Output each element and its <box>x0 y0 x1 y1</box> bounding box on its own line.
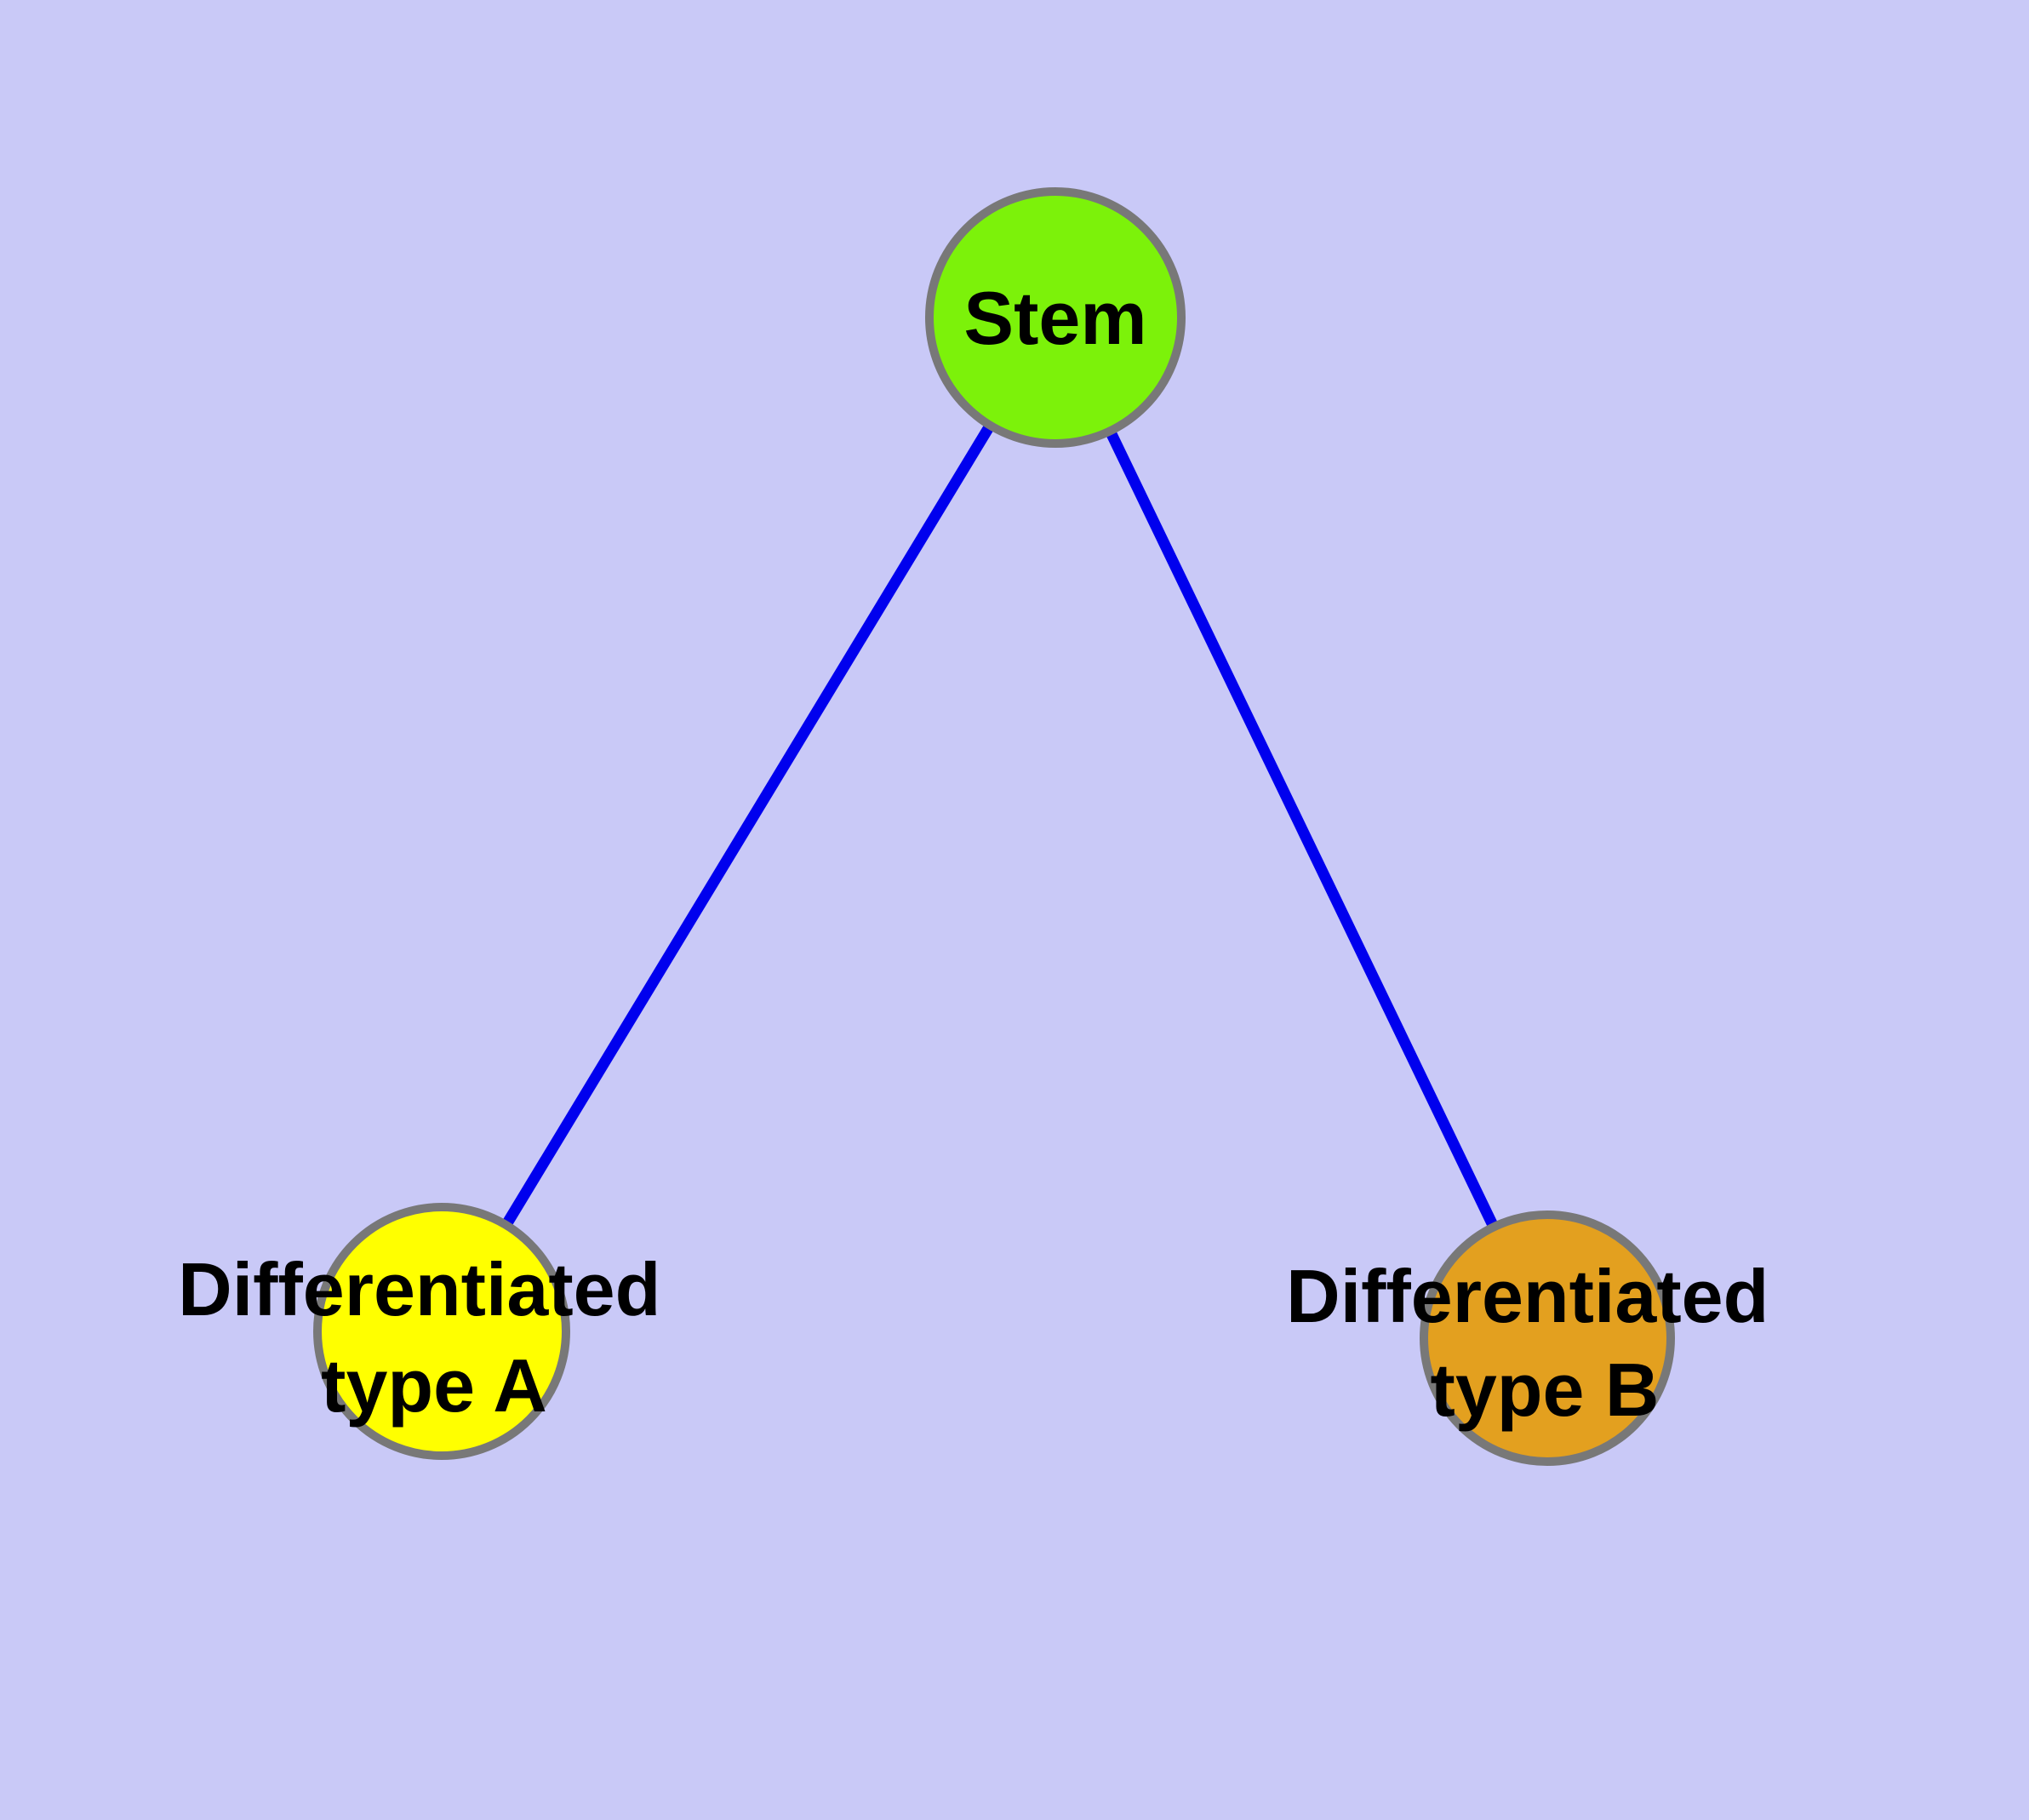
node-type-b-circle <box>1420 1210 1675 1466</box>
node-type-b-label-line1: Differentiated <box>1286 1254 1769 1338</box>
node-type-b-label: Differentiated type B <box>1286 1254 1790 1432</box>
node-type-a-label: Differentiated type A <box>178 1247 682 1428</box>
node-stem-label: Stem <box>963 276 1146 360</box>
node-type-a-label-line1: Differentiated <box>178 1247 660 1331</box>
node-labels: Stem Differentiated type A Differentiate… <box>178 276 1790 1432</box>
node-type-b-label-line2: type B <box>1431 1348 1660 1432</box>
node-type-a-label-line2: type A <box>321 1343 547 1428</box>
edge-stem-to-type-b <box>1050 315 1552 1341</box>
edge-stem-to-type-a <box>437 314 1060 1335</box>
nodes <box>313 187 1675 1466</box>
edges <box>437 314 1552 1341</box>
node-stem-circle <box>925 187 1186 448</box>
node-type-a-circle <box>313 1203 570 1460</box>
